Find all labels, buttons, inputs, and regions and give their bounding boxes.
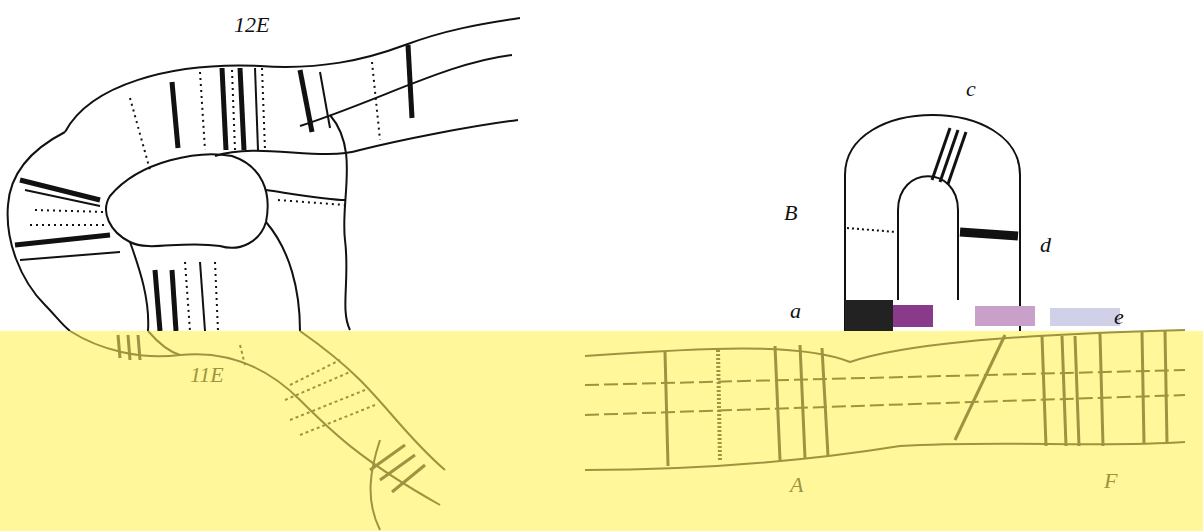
- figure-label: d: [1038, 234, 1053, 256]
- figure-label: B: [782, 202, 799, 224]
- figure-label: 11E: [188, 364, 226, 386]
- figure-label: A: [788, 474, 805, 496]
- figure-label: F: [1102, 470, 1119, 492]
- figure-label: c: [964, 78, 978, 100]
- figure-label: 12E: [232, 14, 271, 36]
- figure-label: e: [1112, 306, 1126, 328]
- figure-label: a: [788, 300, 803, 322]
